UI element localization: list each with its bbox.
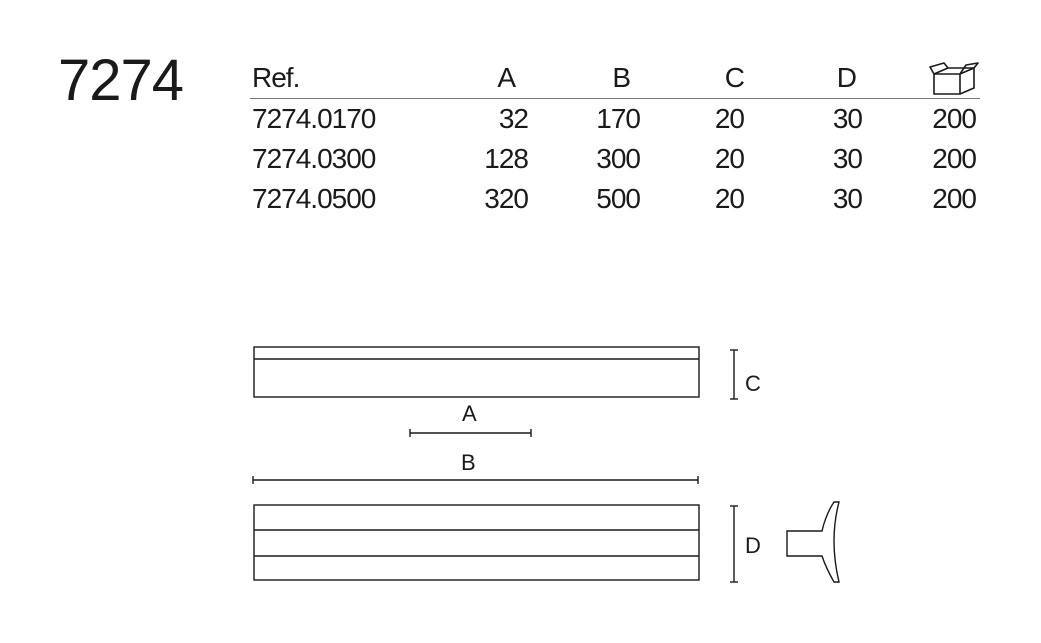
handle-side-view [253,346,700,398]
model-number: 7274 [58,48,184,113]
cell-b: 300 [596,143,641,174]
header-c: C [724,62,745,93]
cell-c: 20 [714,183,745,214]
label-b: B [461,450,476,475]
handle-profile-view [786,501,840,583]
table-row: 7274.0170 32 170 20 30 200 [250,99,980,139]
cell-qty: 200 [932,183,977,214]
dimensions-table: Ref. A B C D 7274.0170 32 170 20 30 200 … [250,58,980,219]
cell-ref: 7274.0300 [252,143,376,174]
label-d: D [745,533,761,558]
label-a: A [462,401,477,426]
cell-ref: 7274.0170 [252,103,376,134]
header-b: B [612,62,631,93]
box-icon [929,62,979,95]
cell-b: 500 [596,183,641,214]
cell-d: 30 [832,183,863,214]
header-a: A [497,62,516,93]
cell-d: 30 [832,143,863,174]
cell-a: 32 [498,103,529,134]
header-ref: Ref. [252,62,300,93]
table-header-row: Ref. A B C D [250,58,980,99]
header-d: D [836,62,857,93]
cell-qty: 200 [932,103,977,134]
cell-ref: 7274.0500 [252,183,376,214]
cell-b: 170 [596,103,641,134]
label-c: C [745,371,761,396]
cell-d: 30 [832,103,863,134]
cell-a: 128 [484,143,529,174]
table-row: 7274.0500 320 500 20 30 200 [250,179,980,219]
cell-a: 320 [484,183,529,214]
table-row: 7274.0300 128 300 20 30 200 [250,139,980,179]
handle-top-view [253,504,700,581]
cell-c: 20 [714,103,745,134]
cell-c: 20 [714,143,745,174]
cell-qty: 200 [932,143,977,174]
